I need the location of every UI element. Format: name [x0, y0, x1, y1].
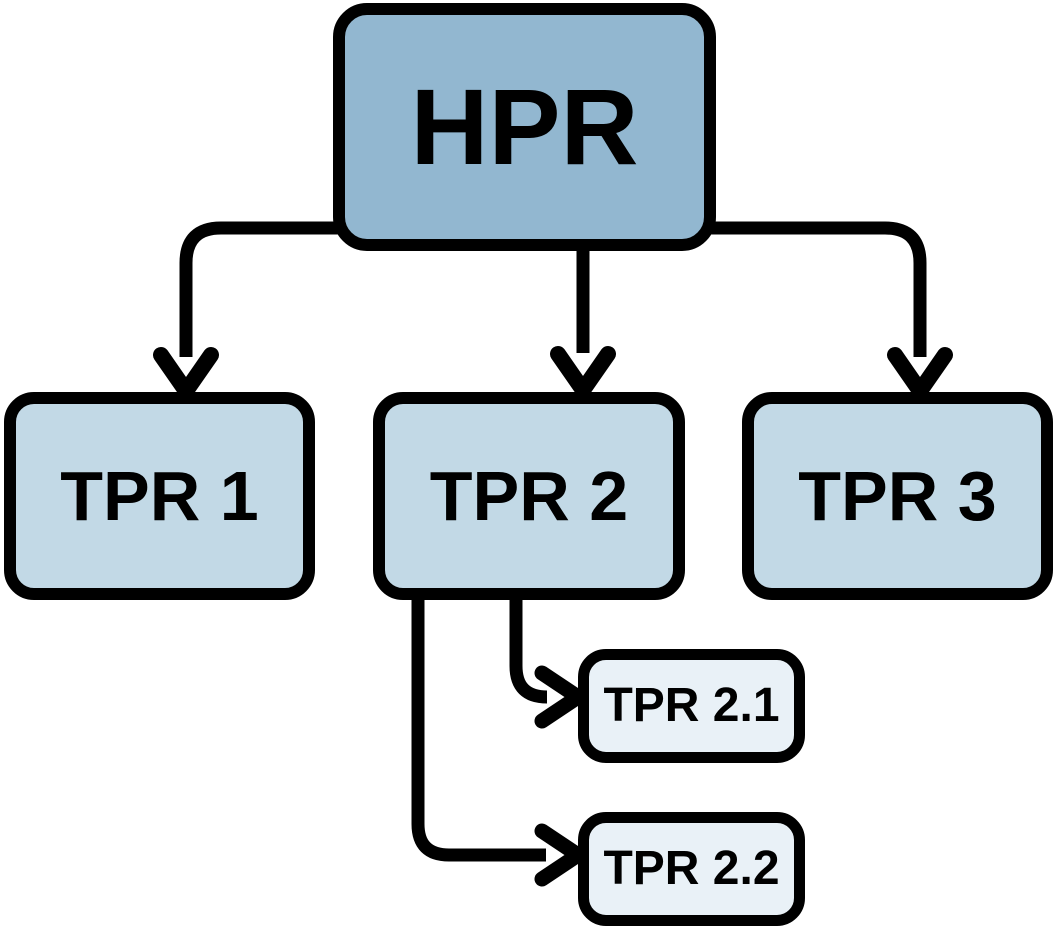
arrowhead-down-icon — [153, 347, 219, 406]
edge-tpr2-to-tpr21 — [509, 592, 548, 704]
node-tpr2-2-label: TPR 2.2 — [603, 842, 780, 895]
node-tpr1-label: TPR 1 — [60, 457, 259, 535]
arrowhead-down-icon — [550, 346, 616, 405]
node-tpr2-1: TPR 2.1 — [578, 649, 805, 763]
edge-hpr-to-tpr1 — [179, 221, 348, 357]
node-tpr2-2: TPR 2.2 — [578, 812, 805, 926]
node-tpr3: TPR 3 — [742, 392, 1053, 600]
node-tpr2: TPR 2 — [373, 392, 685, 600]
edge-tpr2-to-tpr22 — [411, 592, 546, 862]
node-hpr-label: HPR — [410, 66, 639, 187]
edge-hpr-to-tpr3 — [702, 221, 927, 357]
node-tpr3-label: TPR 3 — [798, 457, 997, 535]
arrowhead-down-icon — [887, 347, 953, 406]
node-hpr: HPR — [333, 3, 716, 251]
arrowhead-right-icon — [534, 823, 592, 887]
node-tpr2-label: TPR 2 — [429, 457, 629, 535]
node-tpr2-1-label: TPR 2.1 — [603, 679, 780, 732]
arrowhead-right-icon — [534, 665, 592, 729]
node-tpr1: TPR 1 — [4, 392, 315, 600]
